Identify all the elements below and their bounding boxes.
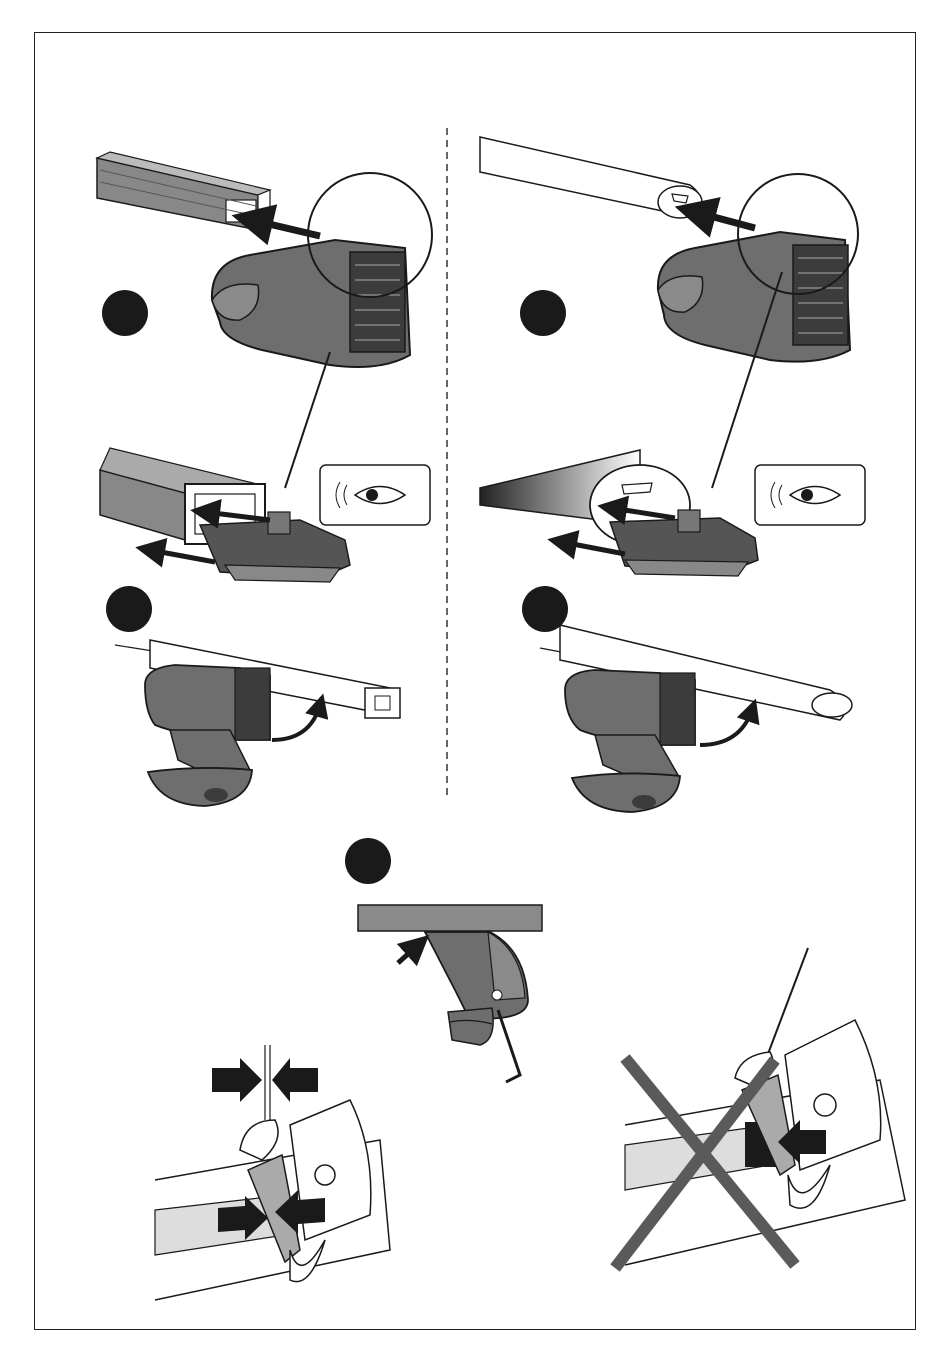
side-view-bar-foot [358, 905, 542, 1045]
eye-icon [755, 465, 865, 525]
assembled-foot-right [540, 625, 852, 812]
roof-foot-top-left [212, 240, 410, 367]
step-badge-1-right [520, 290, 566, 336]
step-badge-2-right [522, 586, 568, 632]
arrow-icon [398, 945, 418, 963]
step-badge-2-left [106, 586, 152, 632]
allen-key-icon [498, 1010, 520, 1082]
arrow-icon [272, 705, 320, 740]
clamp-detail-correct [155, 1045, 390, 1300]
step-badge-1-left [102, 290, 148, 336]
arrow-icon [700, 710, 752, 745]
eye-icon [320, 465, 430, 525]
assembled-foot-left [115, 640, 400, 806]
square-bar-top-left [97, 152, 270, 230]
round-bar-top-right [480, 137, 702, 218]
arrow-icon [695, 212, 755, 228]
roof-foot-top-right [658, 232, 850, 362]
step-badge-3 [345, 838, 391, 884]
